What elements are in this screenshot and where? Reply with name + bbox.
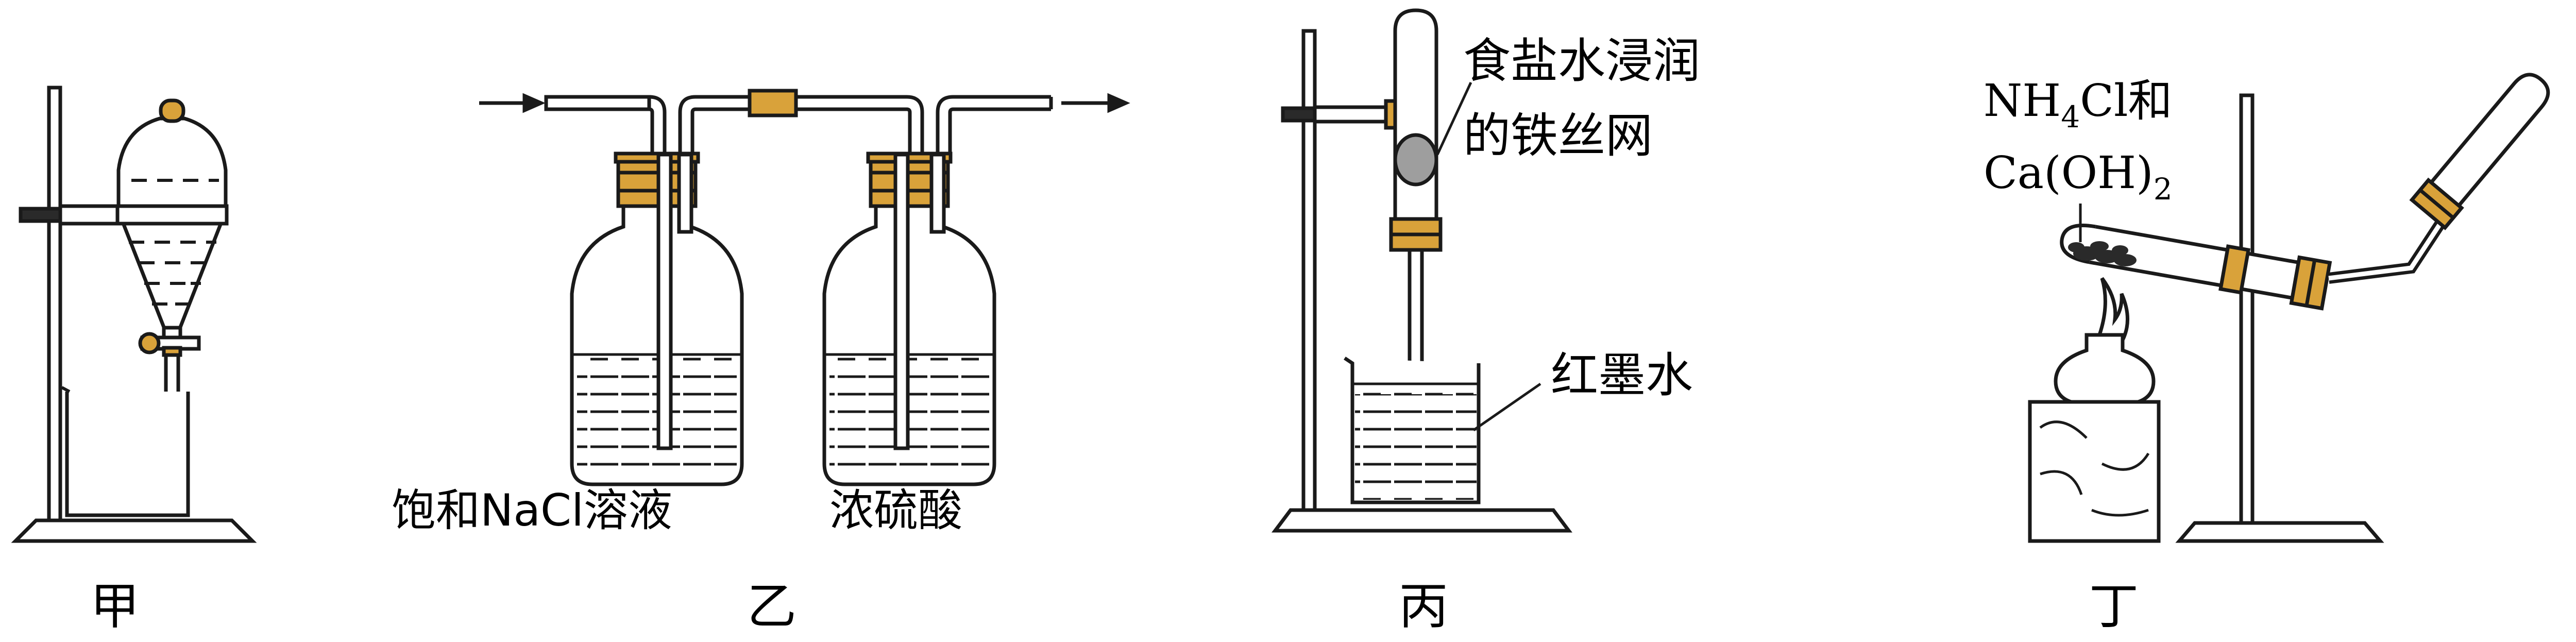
alcohol-lamp [2054,333,2156,404]
reagent-label-line1: NH4Cl和 [1984,75,2172,134]
reagent-label-line2: Ca(OH)2 [1984,147,2173,207]
caption-bing: 丙 [1399,578,1448,635]
stand-base [1272,508,1572,533]
stand-rod [2239,93,2255,525]
panel-yi [479,89,1130,486]
connector-tube [678,95,924,155]
bottle-2-label: 浓硫酸 [829,485,962,536]
stand-base [11,518,257,543]
panel-jia [11,86,257,543]
bottle-1-label: 饱和NaCl溶液 [392,485,672,536]
solid-reagent [2068,241,2137,266]
inlet-tube [544,95,651,111]
iron-mesh [1393,133,1438,187]
rubber-connector [748,89,798,117]
flame [2097,277,2129,343]
beaker [65,392,190,517]
mesh-label-line2: 的铁丝网 [1463,108,1653,163]
test-tube [1393,8,1438,222]
caption-yi: 乙 [747,578,796,635]
panel-bing [1272,8,1572,533]
mesh-label-line1: 食盐水浸润 [1463,33,1700,89]
stand-rod [47,86,62,522]
beaker-label: 红墨水 [1551,348,1693,403]
stand-rod [1301,29,1317,512]
panel-ding [2028,73,2550,543]
stand-base [2175,521,2384,543]
collection-tube [2409,73,2550,230]
funnel-stopper [159,98,185,123]
heating-tube [2060,224,2332,311]
caption-ding: 丁 [2089,578,2139,635]
caption-jia: 甲 [90,578,140,635]
